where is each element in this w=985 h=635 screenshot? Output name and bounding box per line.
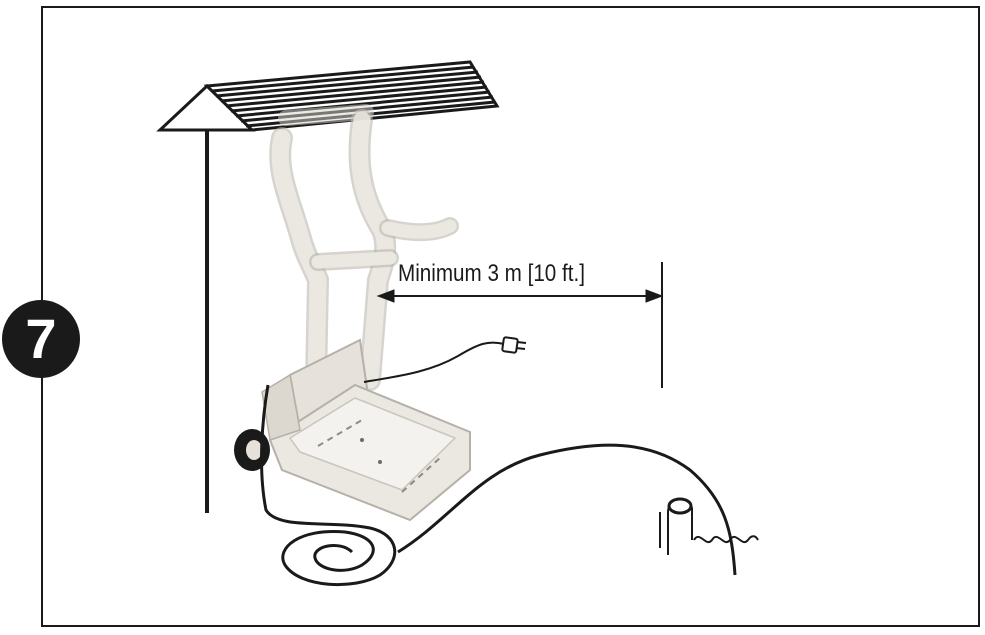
shade-canopy-icon bbox=[156, 60, 500, 513]
distance-dimension-line bbox=[376, 262, 664, 388]
pool-ladder-icon bbox=[659, 497, 693, 555]
power-plug-icon bbox=[501, 336, 527, 354]
pool-cleaner-caddy bbox=[261, 104, 471, 522]
step-number-badge: 7 bbox=[2, 300, 80, 378]
power-cord bbox=[363, 341, 505, 383]
wheel-icon bbox=[234, 429, 270, 471]
floating-cable bbox=[260, 384, 737, 587]
distance-label: Minimum 3 m [10 ft.] bbox=[398, 260, 585, 287]
water-wave-icon bbox=[693, 535, 759, 543]
